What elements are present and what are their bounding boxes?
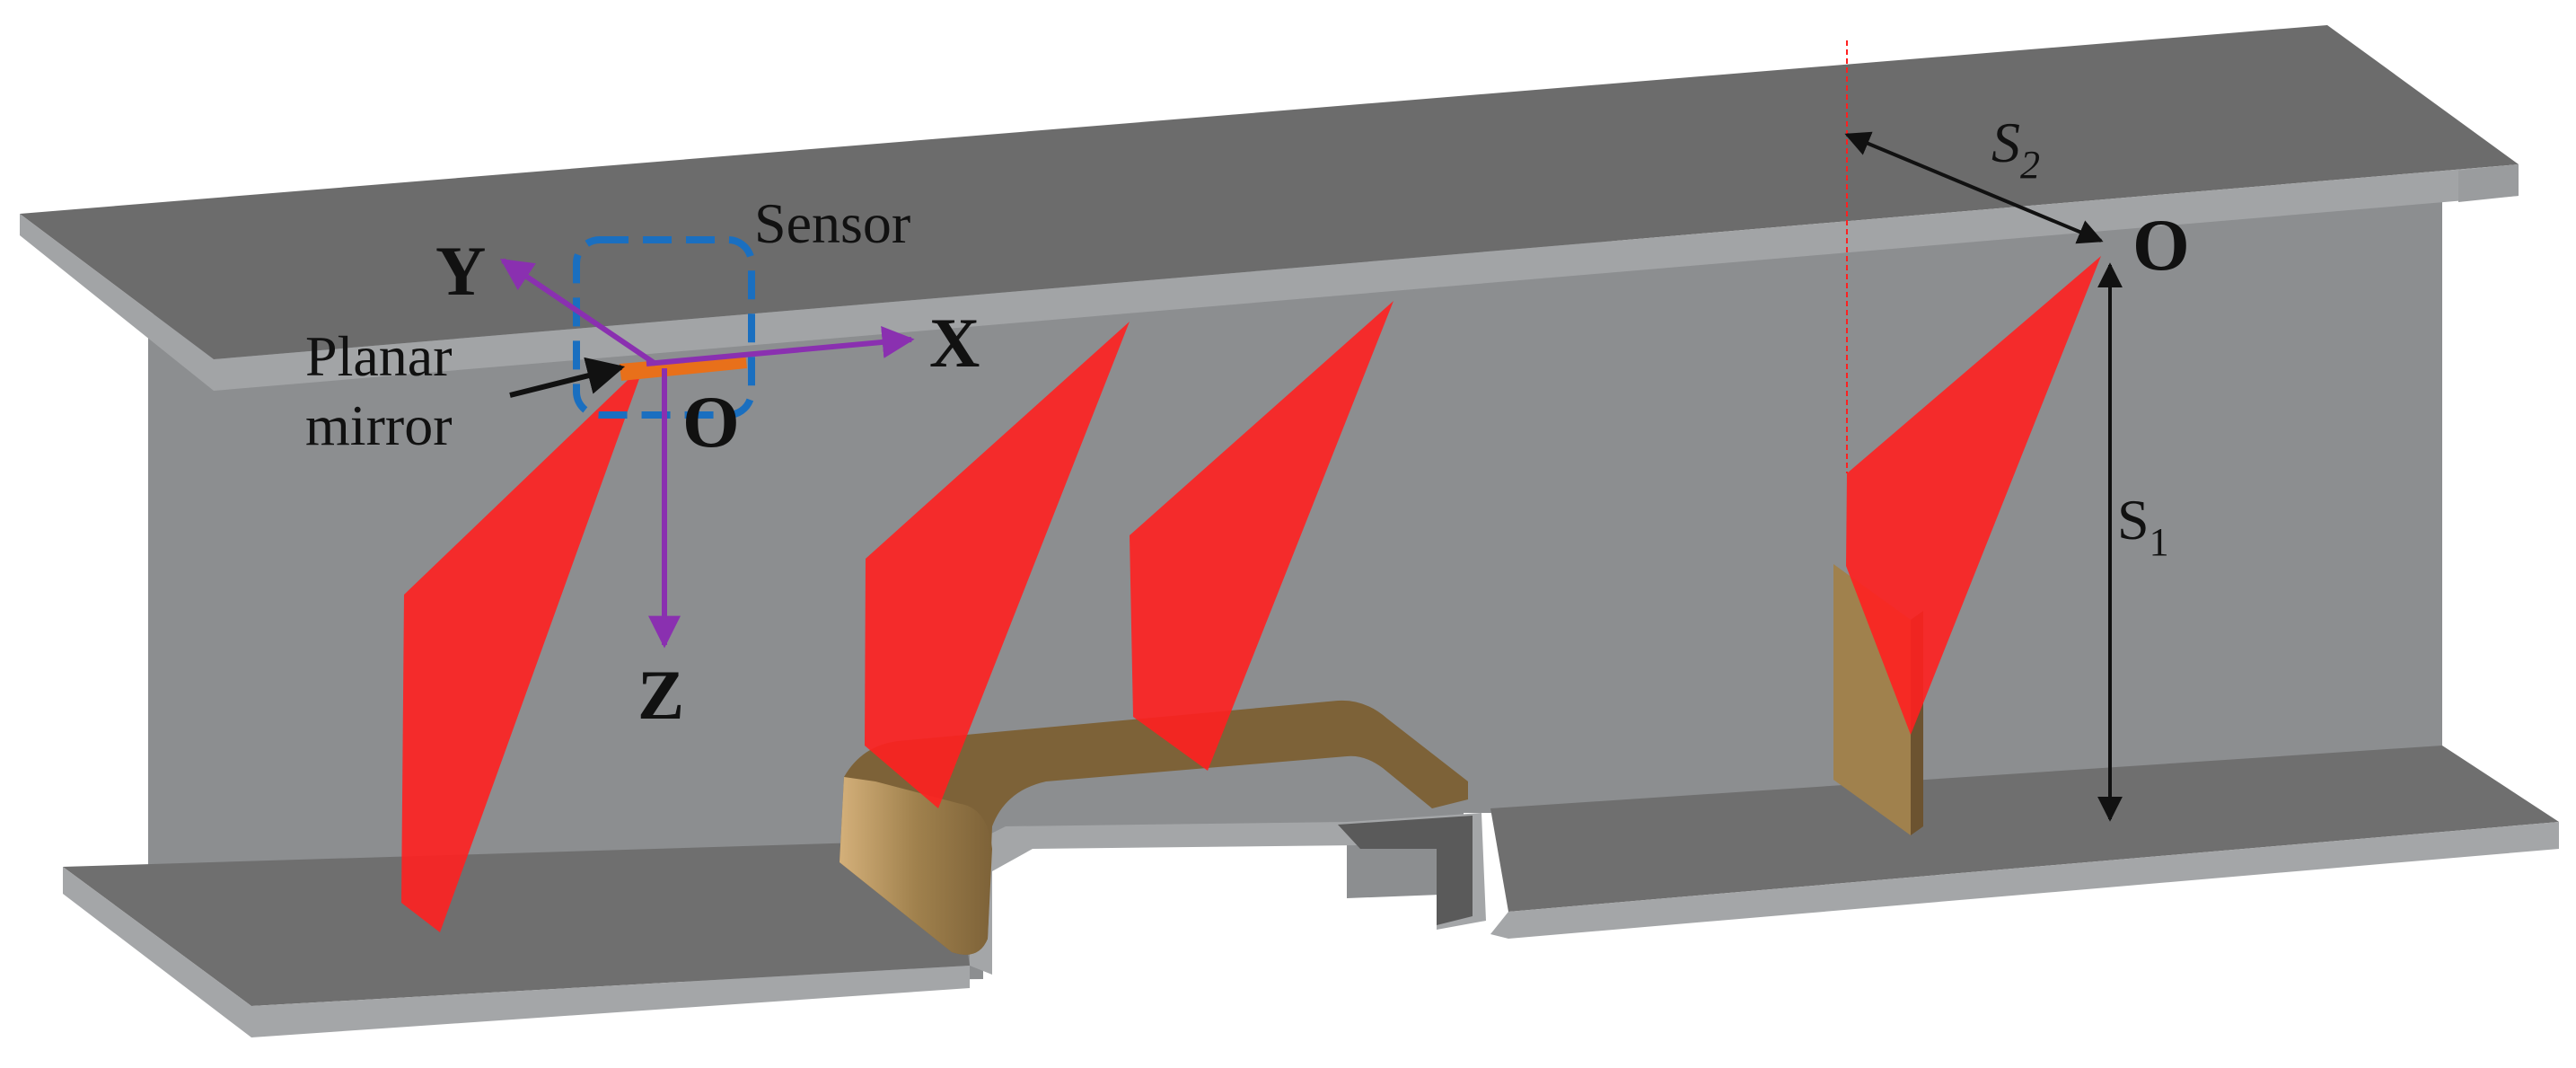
axis-x-arrow [646, 326, 915, 366]
beam-bottom-flange-right-edge [1490, 822, 2559, 939]
beam-step-shadow [1338, 816, 1473, 925]
s1-label-sub: 1 [2150, 520, 2169, 564]
s2-dimension-arrow [1844, 131, 2104, 244]
axis-z-label: Z [637, 656, 684, 734]
laser-plane-3 [1130, 301, 1394, 771]
axis-x-label: X [929, 304, 980, 382]
axis-y-arrow [500, 258, 657, 366]
origin-left-label: O [682, 381, 740, 463]
beam-bottom-flange-left-edge [63, 867, 970, 1037]
beam-top-flange-end [2458, 164, 2519, 202]
s1-label: S1 [2117, 488, 2169, 564]
s2-label-sub: 2 [2020, 143, 2040, 187]
sensor-frame [500, 236, 915, 649]
beam-bottom-flange-right [1490, 746, 2559, 912]
planar-mirror-label-line1: Planar [305, 324, 453, 388]
bent-plate-front [840, 777, 992, 955]
sensor-label: Sensor [754, 191, 910, 255]
labels: Sensor Planar mirror X Y Z O O S1 S2 [305, 110, 2190, 734]
laser-plane-4 [1846, 256, 2101, 735]
laser-plane-1 [401, 364, 645, 932]
mirror-pointer-arrow [509, 357, 626, 398]
laser-plane-2 [865, 322, 1130, 808]
planar-mirror-label-line2: mirror [305, 393, 453, 457]
beam-bottom-flange-left [63, 840, 970, 1006]
bent-plate [840, 700, 1468, 955]
s1-label-main: S [2117, 488, 2150, 552]
laser-planes [401, 256, 2101, 932]
s2-label-main: S [1991, 110, 2020, 174]
s2-label: S2 [1991, 110, 2040, 187]
dimensions [1844, 40, 2123, 822]
beam-top-flange [20, 25, 2519, 359]
origin-right-label: O [2132, 204, 2190, 286]
axis-y-label: Y [435, 232, 486, 310]
